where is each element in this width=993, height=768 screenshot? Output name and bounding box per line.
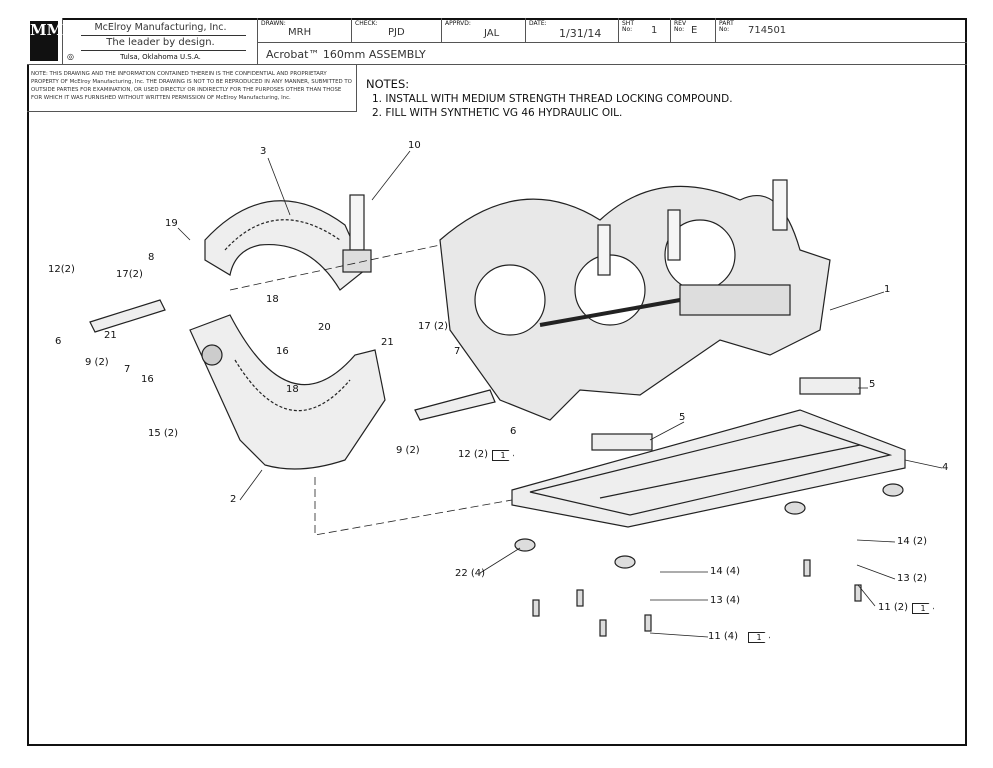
note-2: 2. FILL WITH SYNTHETIC VG 46 HYDRAULIC O… bbox=[372, 107, 623, 119]
sheet-value: 1 bbox=[651, 25, 658, 36]
callout-label: 13 (2) bbox=[897, 573, 928, 584]
callout-label: 16 bbox=[141, 374, 154, 385]
upper-jaw-part-3 bbox=[204, 200, 366, 291]
mmi-logo: MMI bbox=[27, 18, 70, 65]
sheet-label: SHT No: bbox=[622, 20, 634, 33]
part-label: PART No: bbox=[719, 20, 734, 33]
callout-label: 5 bbox=[869, 379, 876, 390]
callout-label: 9 (2) bbox=[85, 357, 109, 368]
callout-label: 18 bbox=[286, 384, 299, 395]
apprvd-field: APPRVD: JAL bbox=[442, 18, 526, 43]
callout-label: 11 (4) bbox=[708, 631, 739, 642]
apprvd-label: APPRVD: bbox=[445, 20, 471, 27]
callout-label: 17 (2) bbox=[418, 321, 449, 332]
note-flag-1: 1 bbox=[912, 603, 934, 614]
part-field: PART No: 714501 bbox=[716, 18, 967, 43]
notes-heading: NOTES: bbox=[366, 77, 410, 91]
callout-label: 7 bbox=[124, 364, 131, 375]
callout-label: 6 bbox=[55, 336, 62, 347]
rev-field: REV No: E bbox=[671, 18, 716, 43]
drawn-label: DRAWN: bbox=[261, 20, 286, 27]
sheet-field: SHT No: 1 bbox=[619, 18, 671, 43]
callout-label: 16 bbox=[276, 346, 289, 357]
callout-label: 15 (2) bbox=[148, 428, 179, 439]
callout-label: 12(2) bbox=[48, 264, 75, 275]
link-parts-6 bbox=[89, 299, 496, 421]
callout-label: 7 bbox=[454, 346, 461, 357]
callout-label: 2 bbox=[230, 494, 237, 505]
title-field: Acrobat™ 160mm ASSEMBLY bbox=[258, 43, 967, 65]
note-flag-1: 1 bbox=[492, 450, 514, 461]
date-label: DATE: bbox=[529, 20, 547, 27]
drawing-border bbox=[27, 18, 967, 746]
check-value: PJD bbox=[388, 27, 405, 38]
check-field: CHECK: PJD bbox=[352, 18, 442, 43]
machine-frame-part-1 bbox=[439, 179, 831, 421]
part-number: 714501 bbox=[748, 25, 787, 36]
callout-label: 22 (4) bbox=[455, 568, 486, 579]
note-flag-1: 1 bbox=[748, 632, 770, 643]
drawn-value: MRH bbox=[288, 27, 312, 38]
location: Tulsa, Oklahoma U.S.A. bbox=[120, 53, 201, 61]
date-field: DATE: 1/31/14 bbox=[526, 18, 619, 43]
callout-label: 9 (2) bbox=[396, 445, 420, 456]
callout-label: 20 bbox=[318, 322, 331, 333]
confidential-note: NOTE: THIS DRAWING AND THE INFORMATION C… bbox=[31, 71, 352, 101]
note-1: 1. INSTALL WITH MEDIUM STRENGTH THREAD L… bbox=[372, 93, 733, 105]
leader-lines bbox=[177, 150, 943, 638]
skid-base-part-4 bbox=[511, 409, 906, 528]
apprvd-value: JAL bbox=[484, 28, 500, 39]
callout-label: 10 bbox=[408, 140, 421, 151]
notes: NOTES: 1. INSTALL WITH MEDIUM STRENGTH T… bbox=[366, 77, 733, 120]
handle-part-10 bbox=[342, 194, 372, 273]
rev-label: REV No: bbox=[674, 20, 687, 33]
callout-label: 13 (4) bbox=[710, 595, 741, 606]
callout-label: 14 (4) bbox=[710, 566, 741, 577]
slogan: The leader by design. bbox=[106, 37, 215, 48]
callout-label: 17(2) bbox=[116, 269, 143, 280]
drawing-title: Acrobat™ 160mm ASSEMBLY bbox=[266, 48, 426, 61]
registered-icon: ◎ bbox=[67, 52, 74, 61]
callout-label: 19 bbox=[165, 218, 178, 229]
lower-jaw-part-2 bbox=[189, 314, 386, 470]
callout-label: 8 bbox=[148, 252, 155, 263]
callout-label: 5 bbox=[679, 412, 686, 423]
callout-label: 18 bbox=[266, 294, 279, 305]
callout-label: 6 bbox=[510, 426, 517, 437]
callout-label: 21 bbox=[381, 337, 394, 348]
callout-label: 21 bbox=[104, 330, 117, 341]
callout-label: 1 bbox=[884, 284, 891, 295]
company-block: McElroy Manufacturing, Inc. The leader b… bbox=[63, 18, 258, 65]
callout-label: 11 (2) bbox=[878, 602, 909, 613]
callout-label: 3 bbox=[260, 146, 267, 157]
pad-parts-5 bbox=[591, 377, 861, 451]
company-name: McElroy Manufacturing, Inc. bbox=[94, 22, 227, 33]
date-value: 1/31/14 bbox=[559, 27, 602, 40]
callout-label: 12 (2) bbox=[458, 449, 489, 460]
drawn-field: DRAWN:MRH bbox=[258, 18, 352, 43]
confidential-box: NOTE: THIS DRAWING AND THE INFORMATION C… bbox=[27, 65, 357, 112]
callout-label: 14 (2) bbox=[897, 536, 928, 547]
check-label: CHECK: bbox=[355, 20, 378, 27]
callout-label: 4 bbox=[942, 462, 949, 473]
rev-value: E bbox=[691, 25, 698, 36]
